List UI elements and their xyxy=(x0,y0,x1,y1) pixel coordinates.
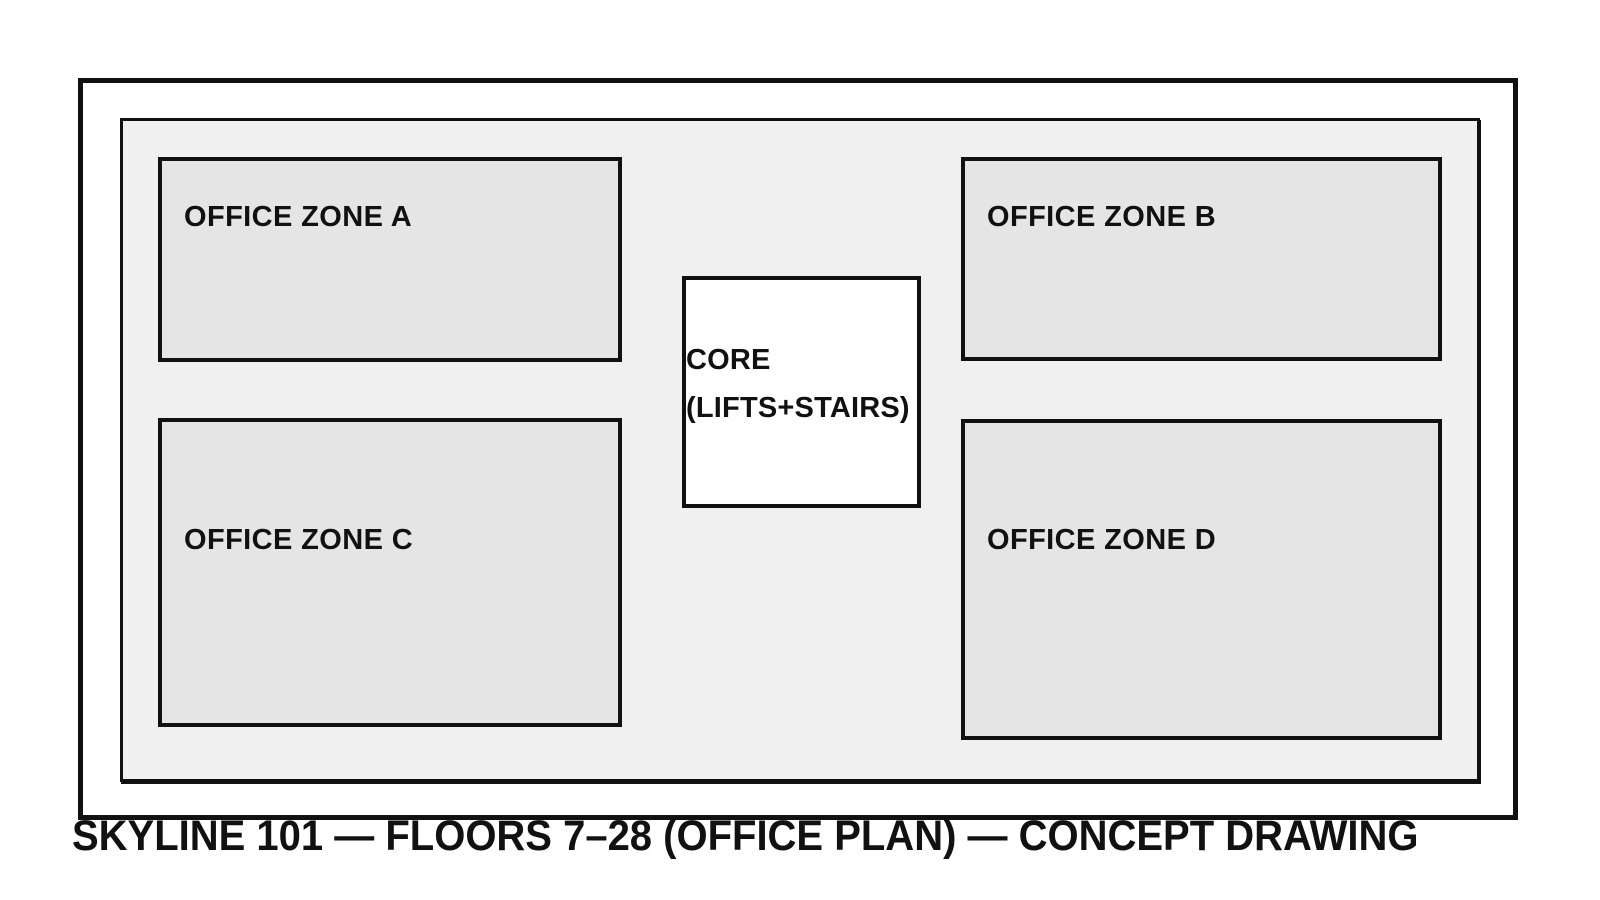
office-zone-d-label: OFFICE ZONE D xyxy=(987,524,1217,556)
office-zone-a-label: OFFICE ZONE A xyxy=(184,201,413,233)
office-zone-c-label: OFFICE ZONE C xyxy=(184,524,414,556)
office-zone-c[interactable]: OFFICE ZONE C xyxy=(158,418,622,727)
drawing-caption: SKYLINE 101 — FLOORS 7–28 (OFFICE PLAN) … xyxy=(72,812,1419,860)
office-zone-a[interactable]: OFFICE ZONE A xyxy=(158,157,622,362)
office-zone-b[interactable]: OFFICE ZONE B xyxy=(961,157,1442,361)
office-zone-d[interactable]: OFFICE ZONE D xyxy=(961,419,1442,740)
core-block[interactable] xyxy=(682,276,921,508)
office-zone-b-label: OFFICE ZONE B xyxy=(987,201,1217,233)
